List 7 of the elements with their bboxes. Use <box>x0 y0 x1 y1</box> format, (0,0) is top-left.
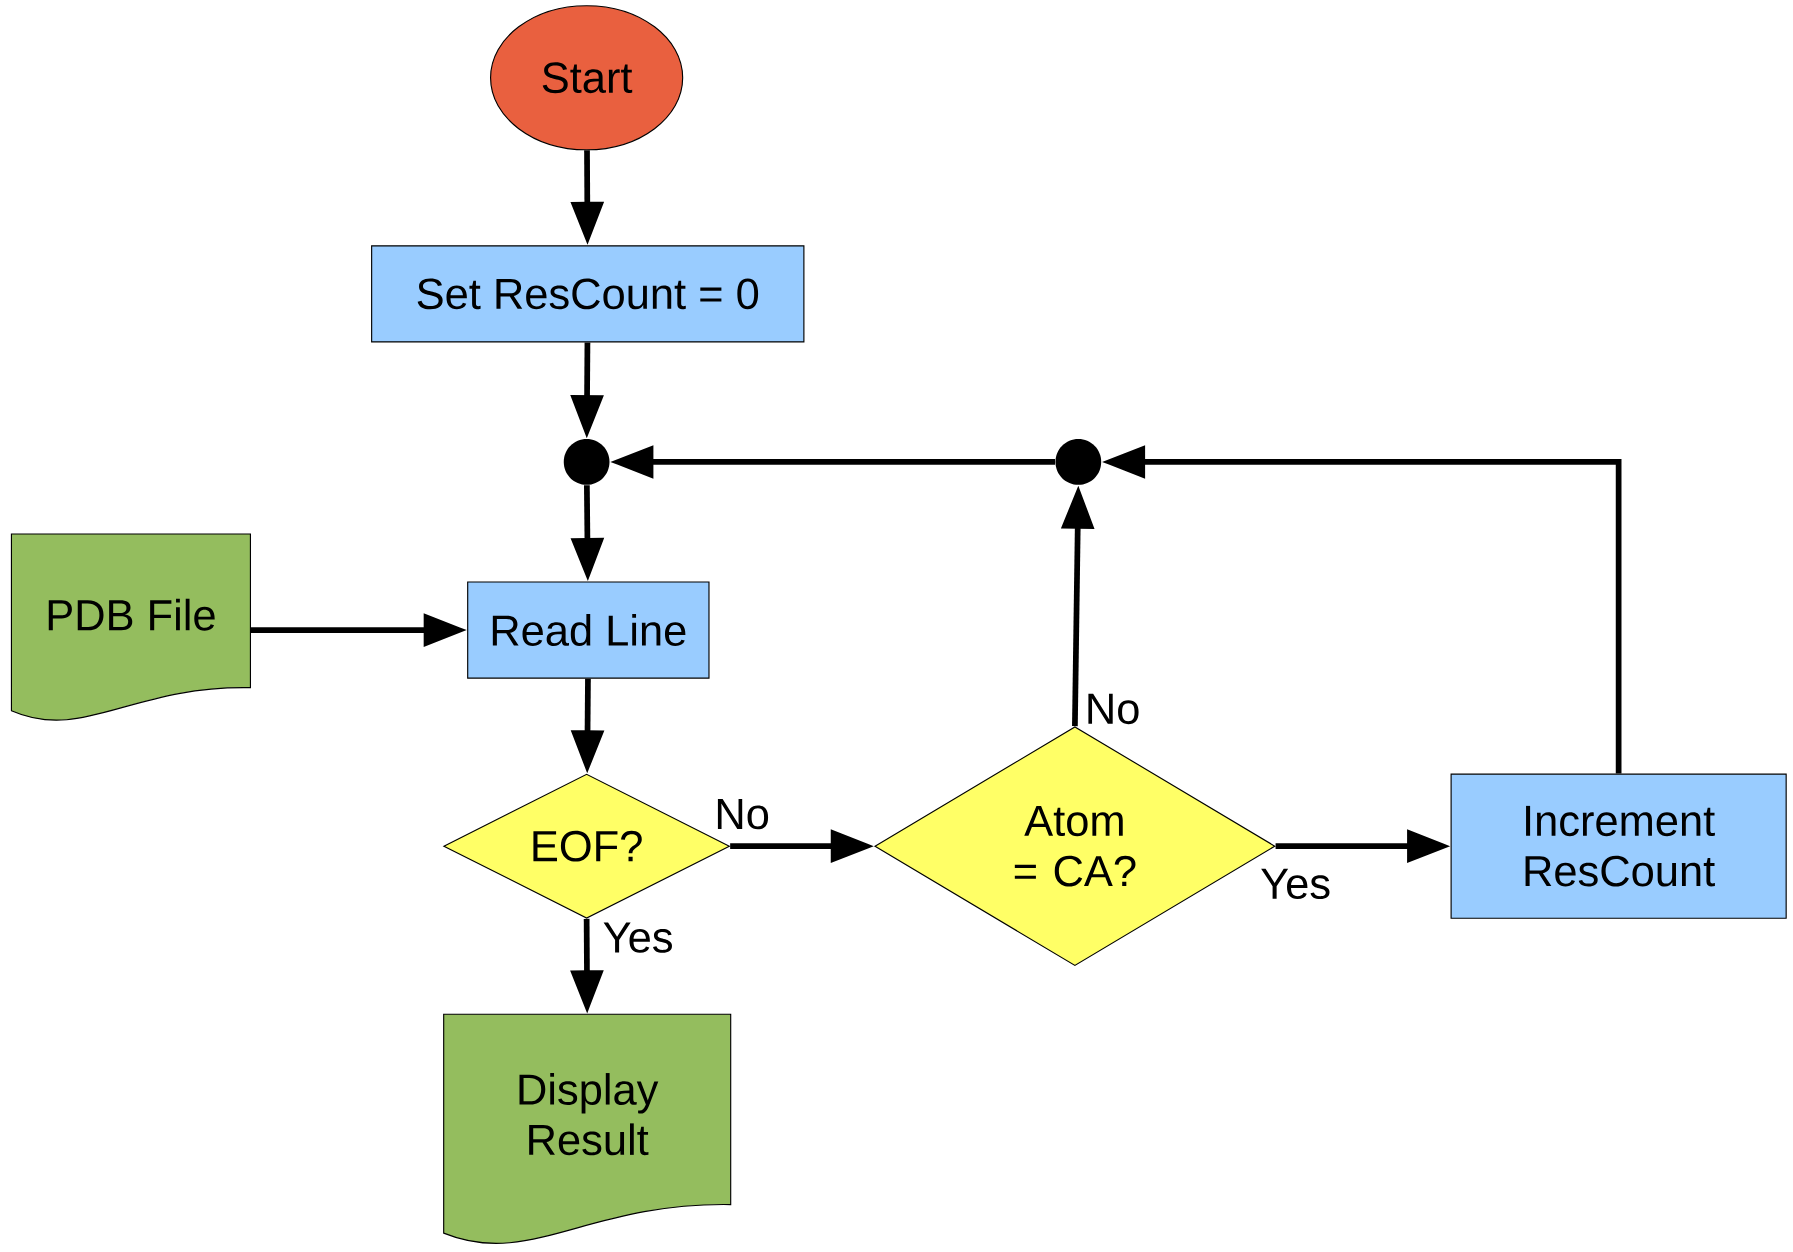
junction-dot <box>563 439 610 485</box>
junction-dot <box>1055 439 1102 485</box>
process-box: Set ResCount = 0 <box>371 245 805 343</box>
edge-label: No <box>1082 691 1143 727</box>
edge-label: Yes <box>600 920 676 956</box>
process-box: Read Line <box>467 581 710 679</box>
process-box: Increment ResCount <box>1450 773 1787 919</box>
